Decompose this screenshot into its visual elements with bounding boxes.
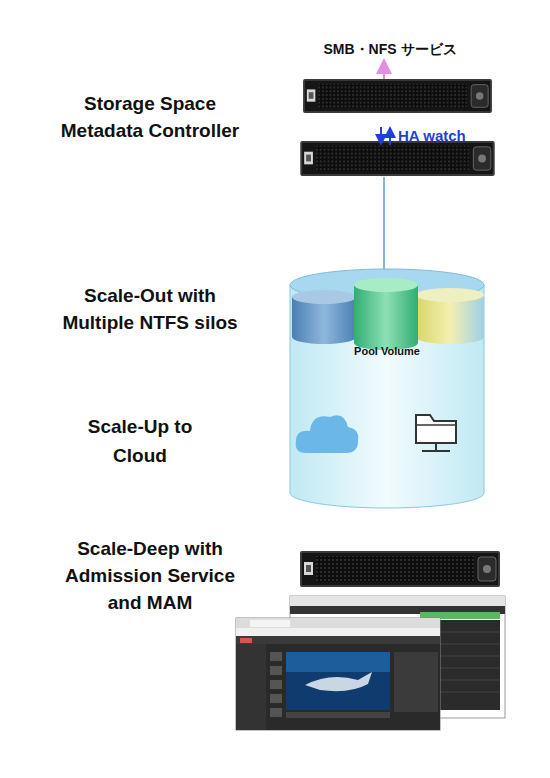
tier-label: Scale-Up to Cloud <box>70 412 210 470</box>
pool-label: Pool Volume <box>288 345 486 357</box>
server-unit <box>300 141 494 176</box>
pool-volume: Pool Volume <box>288 265 486 510</box>
tier-label: Scale-Deep with Admission Service and MA… <box>50 535 250 616</box>
pool-cylinder <box>288 265 486 510</box>
ha-arrows <box>381 127 390 145</box>
service-arrow <box>384 66 385 79</box>
ha-label: HA watch <box>398 127 498 145</box>
mam-screenshot <box>236 596 505 730</box>
server-unit <box>303 79 492 113</box>
tier-label: Storage Space Metadata Controller <box>50 90 250 144</box>
server-unit <box>300 551 500 587</box>
service-label: SMB・NFS サービス <box>290 40 490 58</box>
tier-label: Scale-Out with Multiple NTFS silos <box>50 282 250 336</box>
